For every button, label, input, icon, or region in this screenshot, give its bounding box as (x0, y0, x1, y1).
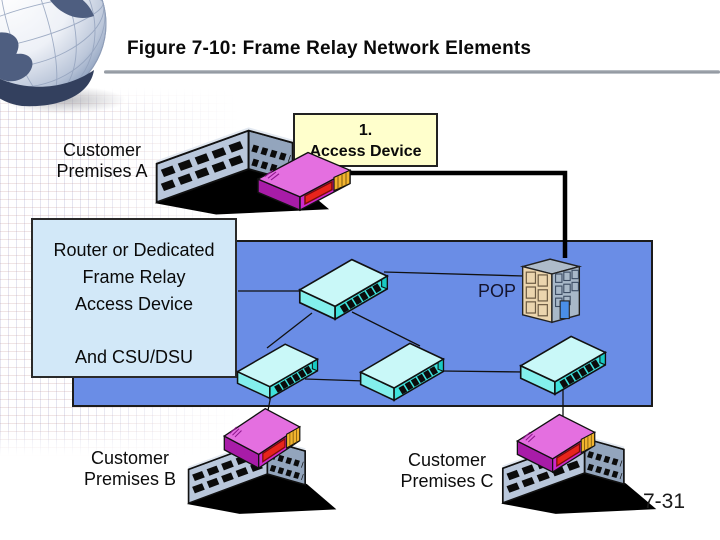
premises-b-label: Customer Premises B (55, 448, 205, 490)
frame-relay-switch-left (236, 343, 319, 400)
title-divider-rule (104, 70, 720, 74)
access-callout-line: 1. (358, 122, 373, 139)
router-callout-gap (33, 318, 235, 344)
router-callout-line: Frame Relay (82, 267, 186, 287)
premises-a-line2: Premises A (56, 161, 148, 181)
premises-b-line2: Premises B (83, 469, 177, 489)
pop-label: POP (477, 281, 516, 301)
premises-a-line1: Customer (62, 140, 142, 160)
premises-a-label: Customer Premises A (27, 140, 177, 182)
access-device-c (516, 413, 596, 473)
premises-b-line1: Customer (90, 448, 170, 468)
router-callout-line: Access Device (74, 294, 194, 314)
page-number: 7-31 (642, 490, 686, 513)
access-device-a (257, 151, 351, 211)
premises-c-line1: Customer (407, 450, 487, 470)
pop-building (521, 258, 581, 323)
slide-title: Figure 7-10: Frame Relay Network Element… (127, 38, 532, 59)
frame-relay-switch-top (298, 258, 389, 321)
frame-relay-switch-middle (359, 342, 445, 402)
router-callout-line: And CSU/DSU (74, 347, 194, 367)
router-callout-line: Router or Dedicated (53, 240, 215, 260)
access-device-b (223, 407, 301, 469)
premises-c-line2: Premises C (400, 471, 494, 491)
premises-c-label: Customer Premises C (372, 450, 522, 492)
frame-relay-switch-right (519, 335, 607, 396)
globe-icon (0, 0, 126, 114)
router-callout-box: Router or Dedicated Frame Relay Access D… (31, 218, 237, 378)
access-callout-line: Access Device (309, 143, 422, 160)
